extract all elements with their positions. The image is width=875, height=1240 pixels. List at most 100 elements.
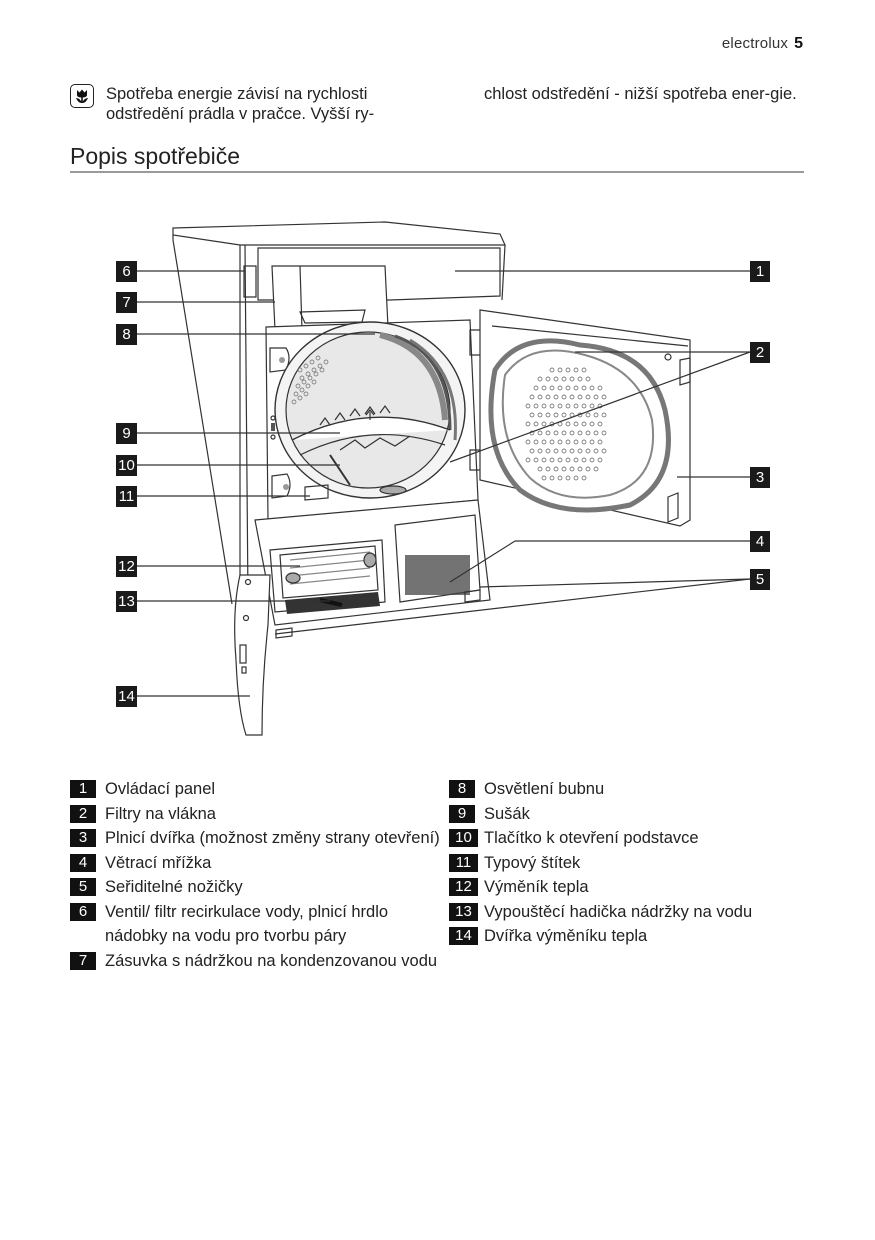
legend-text: Dvířka výměníku tepla	[484, 927, 648, 945]
filter-perforation	[553, 376, 559, 382]
filter-perforation	[561, 430, 567, 436]
callout-14: 14	[116, 686, 137, 707]
filter-perforation	[533, 385, 539, 391]
legend-number: 4	[70, 853, 96, 872]
filter-perforation	[581, 457, 587, 463]
filter-perforation	[593, 394, 599, 400]
filter-perforation	[565, 367, 571, 373]
filter-perforation	[561, 394, 567, 400]
filter-perforation	[573, 439, 579, 445]
filter-perforation	[577, 466, 583, 472]
filter-perforation	[585, 466, 591, 472]
section-divider	[70, 171, 804, 173]
filter-perforation	[585, 412, 591, 418]
filter-perforation	[553, 466, 559, 472]
filter-perforation	[561, 466, 567, 472]
filter-perforation	[545, 430, 551, 436]
dryer-illustration	[137, 221, 751, 736]
filter-perforation	[553, 430, 559, 436]
note-text-col1: Spotřeba energie závisí na rychlosti ods…	[106, 85, 375, 123]
leader-line-4b	[449, 540, 516, 583]
page-number: 5	[794, 35, 803, 52]
filter-perforation	[533, 421, 539, 427]
legend-number: 7	[70, 951, 96, 970]
callout-9: 9	[116, 423, 137, 444]
filter-perforation	[581, 403, 587, 409]
filter-perforation	[537, 412, 543, 418]
filter-perforation	[601, 448, 607, 454]
legend-number: 8	[449, 780, 475, 798]
filter-perforation	[573, 385, 579, 391]
legend-text: Plnicí dvířka (možnost změny strany otev…	[105, 829, 440, 847]
legend-number: 9	[449, 804, 475, 823]
filter-perforation	[537, 394, 543, 400]
filter-perforation	[593, 412, 599, 418]
legend-text: Ventil/ filtr recirkulace vody, plnicí h…	[105, 902, 389, 946]
filter-perforation	[525, 457, 531, 463]
filter-perforation	[581, 385, 587, 391]
filter-perforation	[589, 421, 595, 427]
filter-perforation	[553, 394, 559, 400]
filter-perforation	[529, 448, 535, 454]
filter-perforation	[565, 439, 571, 445]
legend-text: Výměník tepla	[484, 878, 589, 896]
filter-perforation	[569, 466, 575, 472]
callout-1: 1	[750, 261, 770, 282]
filter-perforation	[561, 448, 567, 454]
filter-perforation	[541, 421, 547, 427]
filter-perforation	[577, 430, 583, 436]
filter-perforation	[565, 457, 571, 463]
legend-text: Tlačítko k otevření podstavce	[484, 829, 699, 847]
legend-item: 12 Výměník tepla	[449, 875, 809, 900]
filter-perforation	[549, 475, 555, 481]
filter-perforation	[529, 412, 535, 418]
callout-2: 2	[750, 342, 770, 363]
legend-number: 12	[449, 878, 478, 896]
filter-perforation	[557, 367, 563, 373]
legend-text: Seřiditelné nožičky	[105, 878, 243, 896]
filter-perforation	[537, 430, 543, 436]
filter-perforation	[597, 385, 603, 391]
filter-perforation	[557, 475, 563, 481]
legend-number: 3	[70, 829, 96, 847]
filter-perforation	[537, 376, 543, 382]
legend-item: 1 Ovládací panel	[70, 777, 440, 802]
callout-3: 3	[750, 467, 770, 488]
filter-perforation	[585, 430, 591, 436]
filter-perforation	[589, 403, 595, 409]
callout-7: 7	[116, 292, 137, 313]
leader-line-5b	[274, 578, 751, 635]
leader-line-5a	[479, 578, 751, 588]
filter-perforation	[597, 439, 603, 445]
filter-perforation	[525, 403, 531, 409]
filter-perforation	[569, 376, 575, 382]
legend-text: Ovládací panel	[105, 780, 216, 798]
filter-perforation	[561, 412, 567, 418]
filter-perforation	[561, 376, 567, 382]
legend-text: Sušák	[484, 804, 530, 823]
filter-perforation	[565, 403, 571, 409]
filter-perforation	[545, 376, 551, 382]
filter-perforation	[557, 403, 563, 409]
filter-perforation	[581, 421, 587, 427]
filter-perforation	[581, 439, 587, 445]
filter-perforation	[569, 448, 575, 454]
filter-perforation	[593, 466, 599, 472]
filter-perforation	[573, 421, 579, 427]
note-text-col2: chlost odstředění - nižší spotřeba ener-…	[484, 85, 797, 103]
callout-11: 11	[116, 486, 137, 507]
legend-number: 1	[70, 780, 96, 798]
filter-perforation	[577, 448, 583, 454]
filter-perforation	[549, 457, 555, 463]
eco-leaf-icon	[70, 84, 94, 108]
